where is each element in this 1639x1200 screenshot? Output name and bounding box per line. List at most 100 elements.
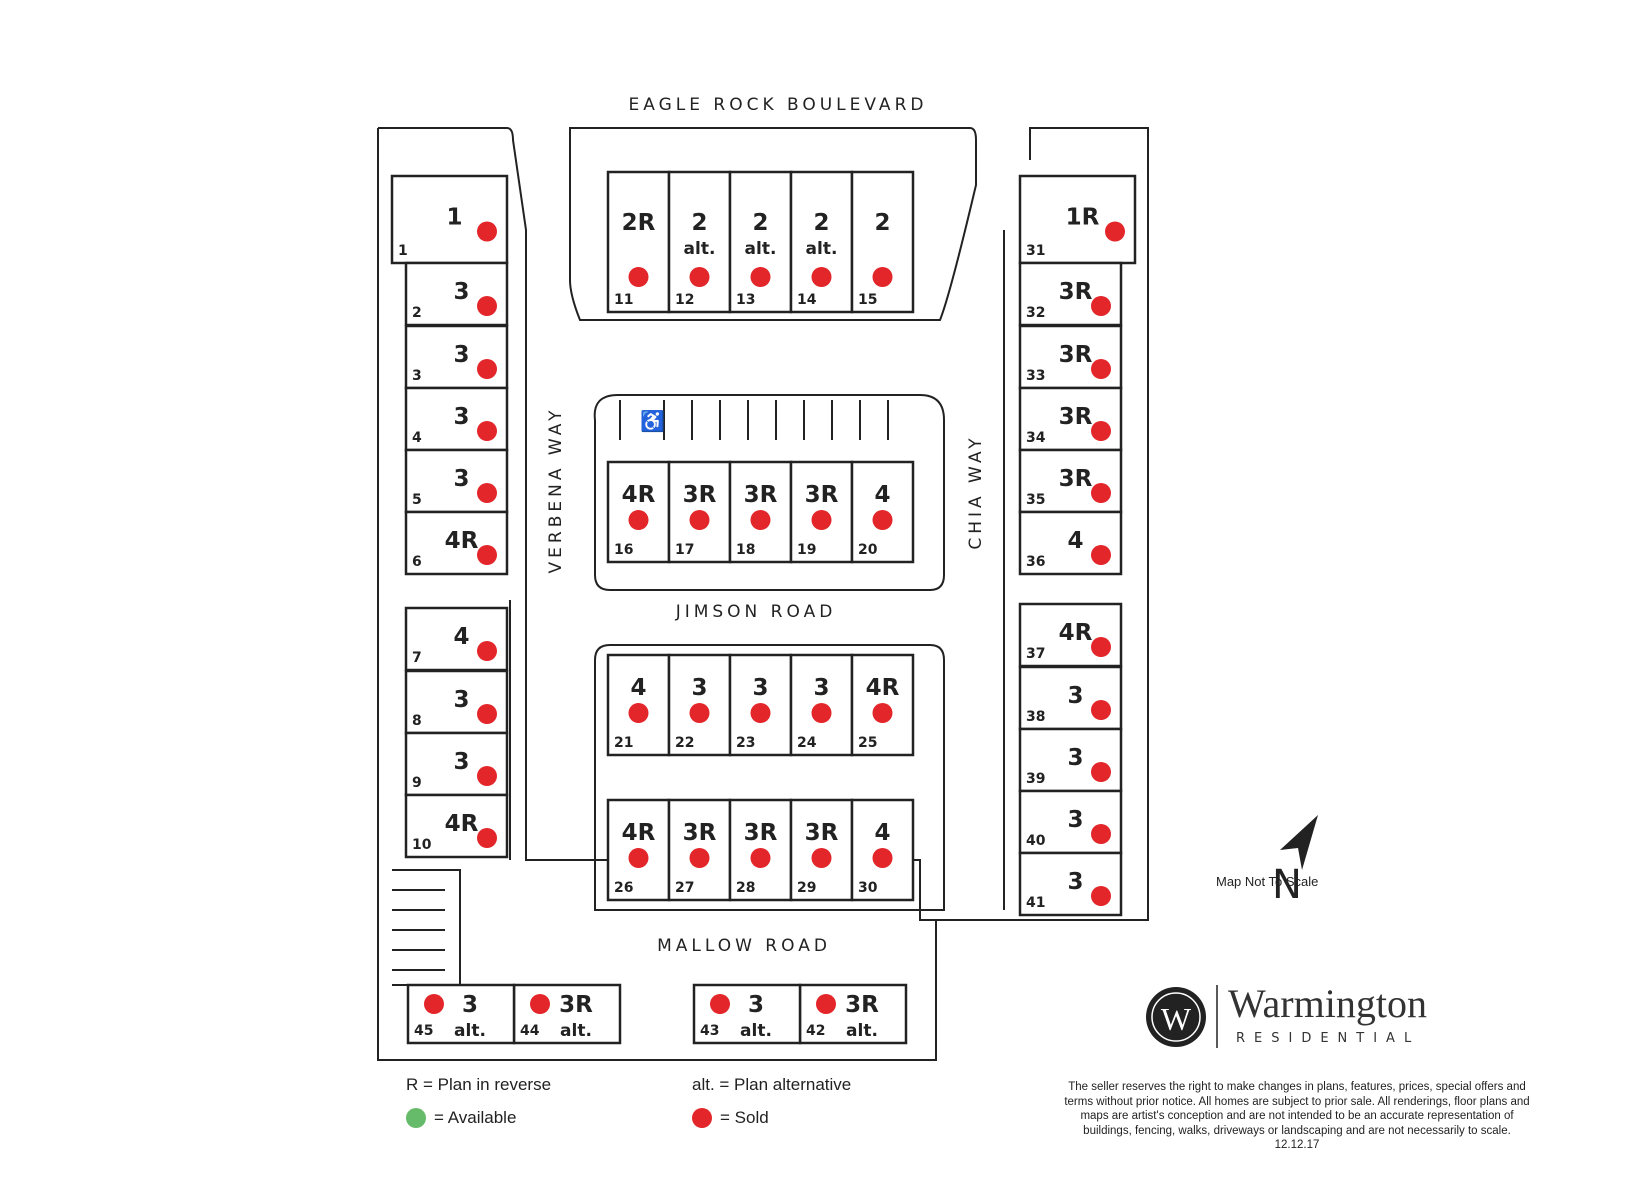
lot-number: 36 <box>1026 554 1045 570</box>
site-outline <box>377 127 1149 1061</box>
svg-text:W: W <box>1161 1001 1192 1037</box>
legend-available: = Available <box>406 1108 516 1128</box>
lot-36[interactable]: 4 36 <box>1018 510 1123 576</box>
lot-plan: 4R <box>622 820 656 846</box>
lot-30[interactable]: 4 30 <box>850 798 915 902</box>
lot-27[interactable]: 3R 27 <box>667 798 732 902</box>
lot-11[interactable]: 2R 11 <box>606 170 671 314</box>
lot-9[interactable]: 39 <box>404 731 509 797</box>
status-dot-icon <box>477 421 497 441</box>
lot-outline <box>692 983 802 1045</box>
north-letter: N <box>1272 862 1302 908</box>
lot-plan: 3R <box>805 482 839 508</box>
status-dot-icon <box>477 704 497 724</box>
lot-alt: alt. <box>740 1021 772 1041</box>
lot-8[interactable]: 38 <box>404 669 509 735</box>
lot-number: 19 <box>797 542 816 558</box>
lot-number: 40 <box>1026 833 1046 849</box>
lot-number: 27 <box>675 880 694 896</box>
status-dot-icon <box>689 510 710 530</box>
lot-plan: 2 <box>813 210 829 236</box>
status-dot-icon <box>1091 296 1111 316</box>
lot-21[interactable]: 421 <box>606 653 671 757</box>
lot-1[interactable]: 11 <box>390 174 509 265</box>
lot-41[interactable]: 341 <box>1018 851 1123 917</box>
lot-number: 25 <box>858 735 877 751</box>
lot-4[interactable]: 34 <box>404 386 509 452</box>
lot-number: 5 <box>412 492 422 508</box>
lot-alt: alt. <box>806 239 838 259</box>
status-dot-icon <box>872 510 893 530</box>
status-dot-icon <box>1091 700 1111 720</box>
lot-2[interactable]: 32 <box>404 261 509 327</box>
lot-outline <box>1018 174 1137 265</box>
status-dot-icon <box>477 641 497 661</box>
lot-38[interactable]: 338 <box>1018 665 1123 731</box>
lot-plan: 3R <box>845 992 879 1018</box>
lot-plan: 1R <box>1066 205 1100 231</box>
lot-6[interactable]: 4R6 <box>404 510 509 576</box>
lot-plan: 2R <box>622 210 656 236</box>
status-dot-icon <box>689 267 710 287</box>
lot-24[interactable]: 324 <box>789 653 854 757</box>
lot-3[interactable]: 33 <box>404 324 509 390</box>
lot-number: 24 <box>797 735 817 751</box>
lot-15[interactable]: 215 <box>850 170 915 314</box>
lot-number: 42 <box>806 1023 825 1039</box>
lot-number: 11 <box>614 292 633 308</box>
lot-23[interactable]: 323 <box>728 653 793 757</box>
lot-22[interactable]: 322 <box>667 653 732 757</box>
lot-plan: 3R <box>1059 279 1093 305</box>
lot-20[interactable]: 420 <box>850 460 915 564</box>
lot-number: 30 <box>858 880 878 896</box>
lot-number: 6 <box>412 554 422 570</box>
status-dot-icon <box>628 703 649 723</box>
lot-number: 34 <box>1026 430 1046 446</box>
status-dot-icon <box>477 483 497 503</box>
status-dot-icon <box>872 703 893 723</box>
status-dot-icon <box>1091 359 1111 379</box>
brand-subtitle: RESIDENTIAL <box>1236 1031 1421 1046</box>
lot-39[interactable]: 339 <box>1018 727 1123 793</box>
lot-19[interactable]: 3R 19 <box>789 460 854 564</box>
lot-number: 9 <box>412 775 422 791</box>
lot-plan: 3 <box>1067 683 1083 709</box>
lot-plan: 2 <box>874 210 890 236</box>
status-dot-icon <box>816 994 836 1014</box>
lot-number: 23 <box>736 735 755 751</box>
lot-plan: 3 <box>691 675 707 701</box>
lot-plan: 4 <box>874 820 890 846</box>
legend-sold: = Sold <box>692 1108 769 1128</box>
lot-7[interactable]: 47 <box>404 606 509 672</box>
lot-5[interactable]: 35 <box>404 448 509 514</box>
lot-number: 44 <box>520 1023 540 1039</box>
lot-plan: 3 <box>748 992 764 1018</box>
lot-plan: 4 <box>1067 528 1083 554</box>
lot-40[interactable]: 340 <box>1018 789 1123 855</box>
lot-plan: 3R <box>683 820 717 846</box>
status-dot-icon <box>424 994 444 1014</box>
status-dot-icon <box>1091 762 1111 782</box>
